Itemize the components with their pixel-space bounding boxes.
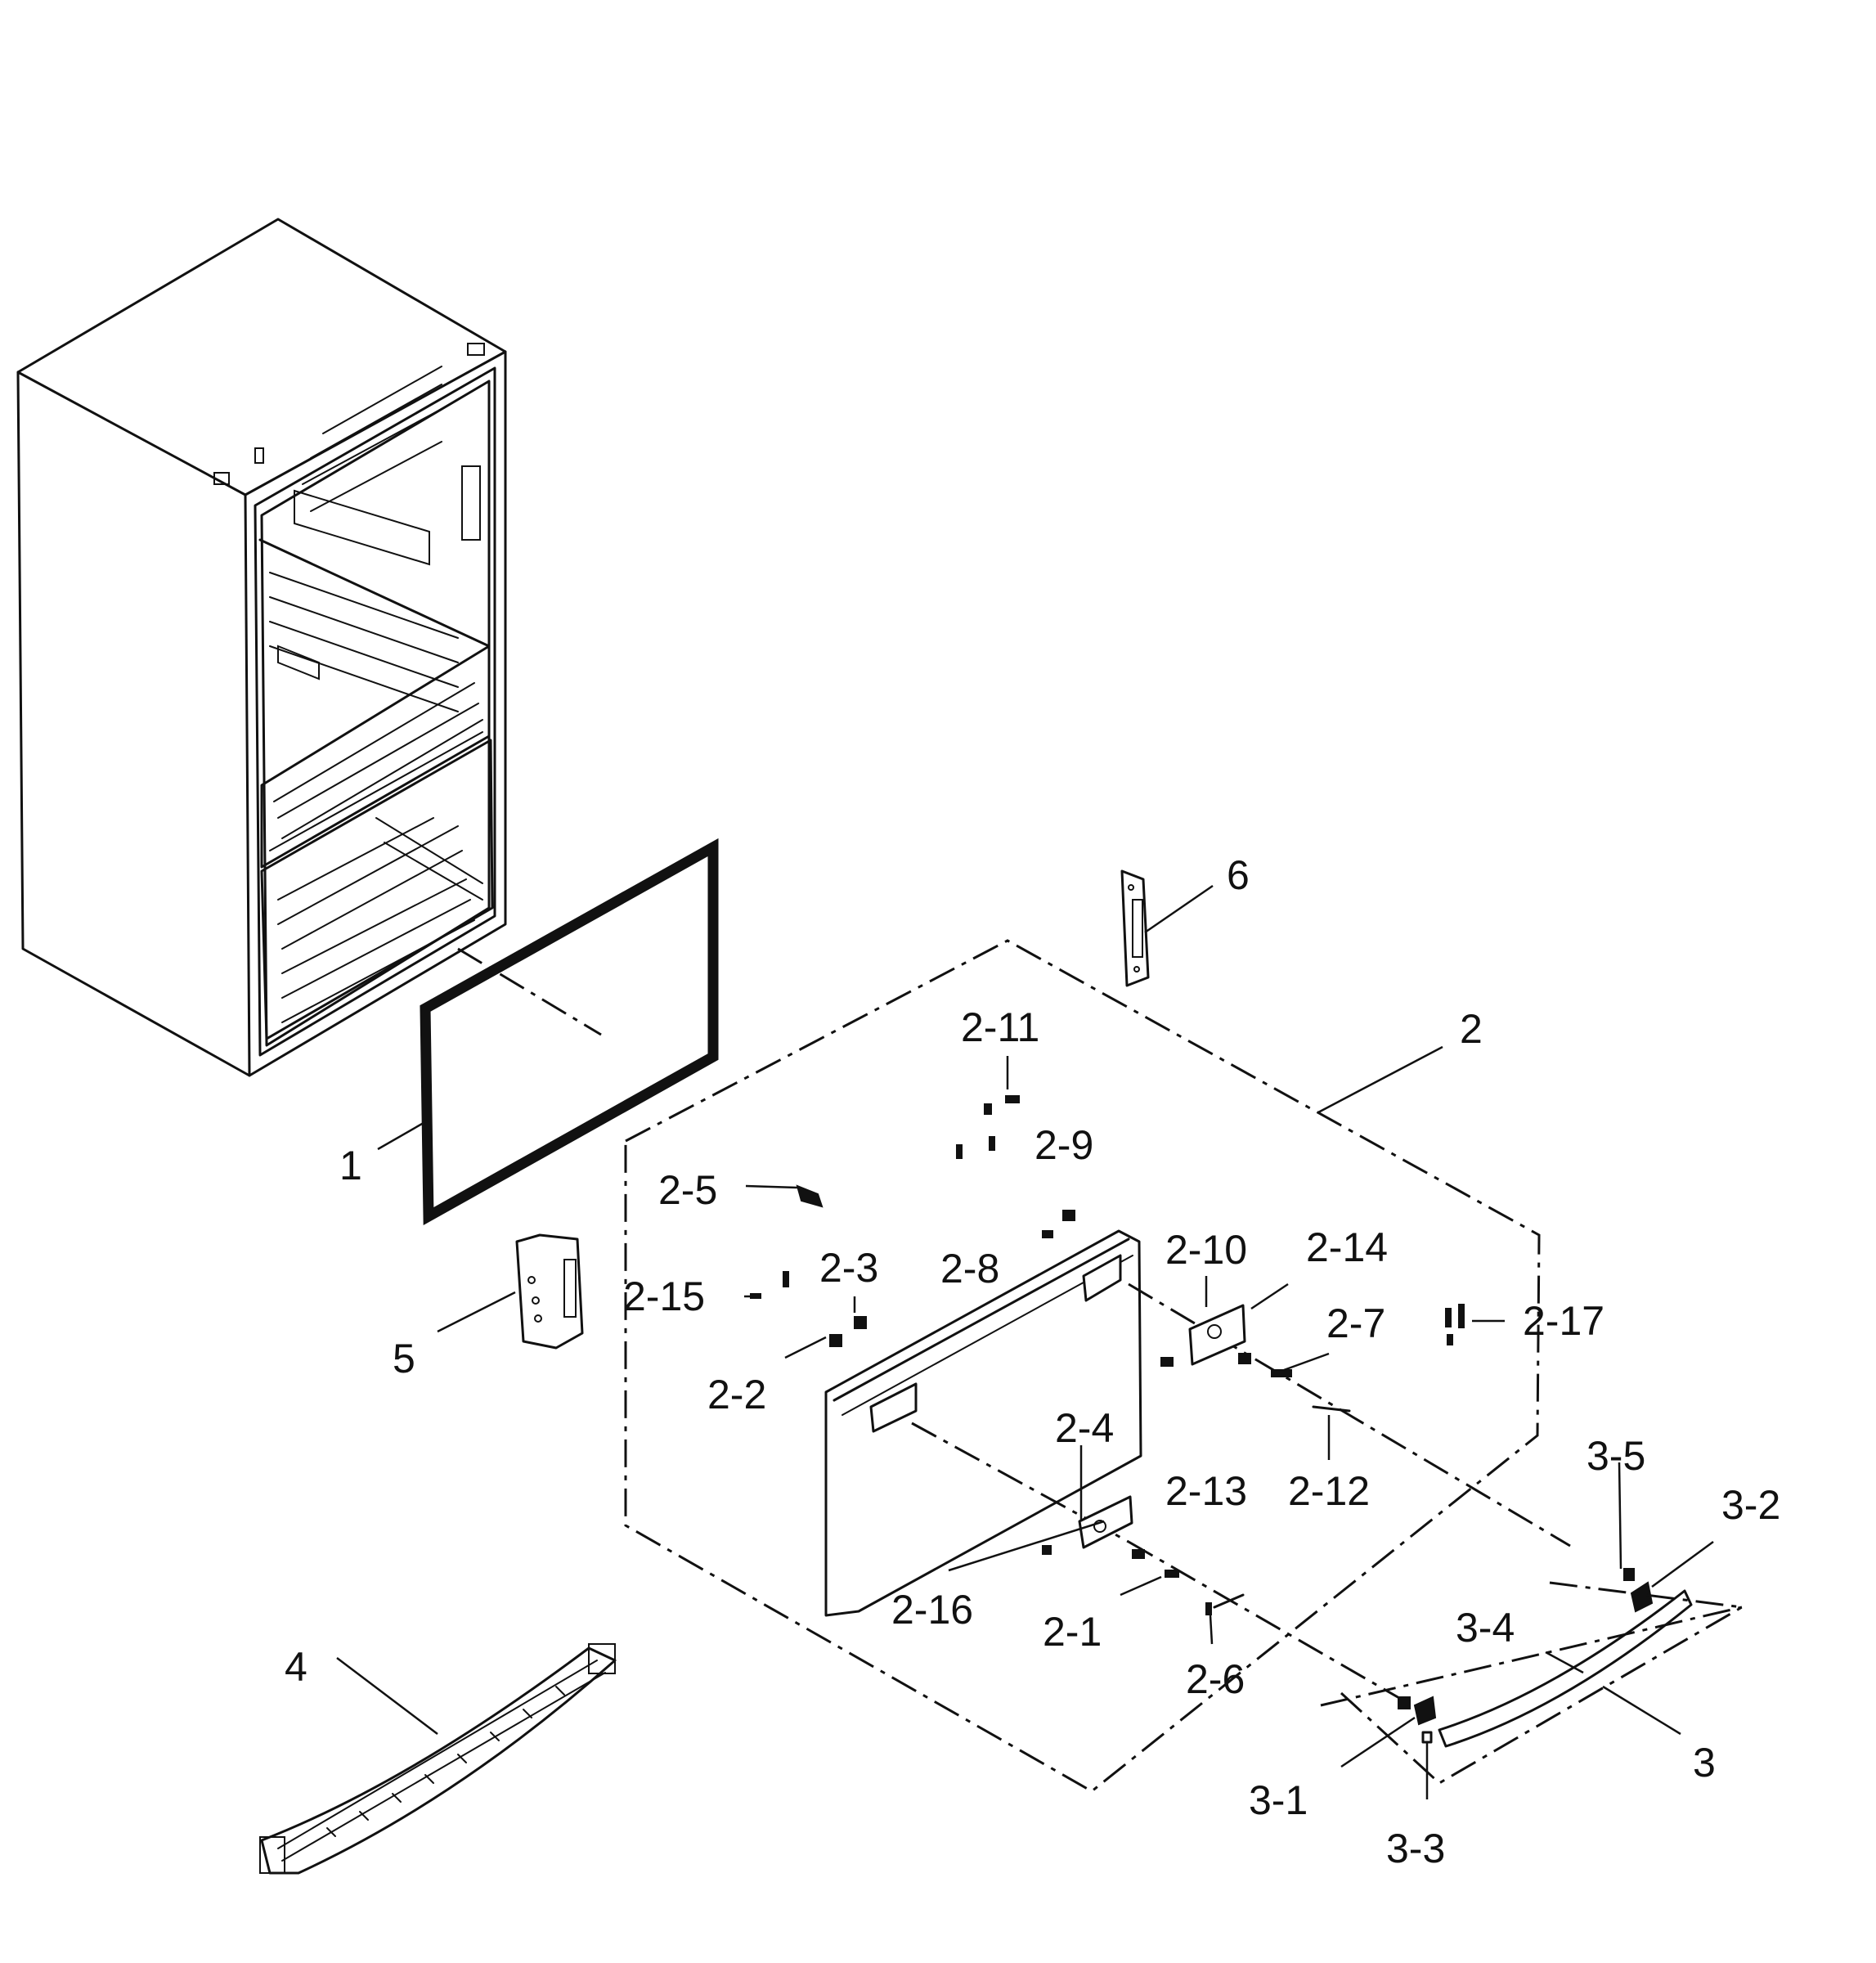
callout-2-14: 2-14 — [1306, 1224, 1388, 1270]
callout-3-1: 3-1 — [1249, 1777, 1308, 1823]
right-rail-bracket — [1120, 869, 1150, 987]
callout-3: 3 — [1693, 1740, 1716, 1786]
callout-2-16: 2-16 — [891, 1587, 973, 1633]
door-gasket — [420, 838, 719, 1225]
callout-2: 2 — [1460, 1006, 1483, 1052]
callout-2-8: 2-8 — [940, 1246, 999, 1291]
basket-slots — [326, 1686, 565, 1837]
callout-2-6: 2-6 — [1186, 1656, 1245, 1702]
callout-2-9: 2-9 — [1034, 1122, 1093, 1168]
refrigerator-cabinet — [16, 218, 507, 1077]
left-rail-bracket — [515, 1233, 584, 1350]
callout-4: 4 — [285, 1644, 307, 1690]
callout-2-7: 2-7 — [1326, 1300, 1385, 1346]
callout-3-4: 3-4 — [1456, 1605, 1515, 1651]
callout-2-17: 2-17 — [1523, 1298, 1604, 1344]
callout-3-3: 3-3 — [1386, 1826, 1445, 1871]
callout-2-3: 2-3 — [819, 1245, 878, 1291]
callout-2-4: 2-4 — [1055, 1405, 1114, 1451]
leader-lines — [336, 884, 1714, 1799]
callout-2-12: 2-12 — [1288, 1468, 1370, 1514]
callout-3-5: 3-5 — [1587, 1433, 1645, 1479]
callout-3-2: 3-2 — [1721, 1482, 1780, 1528]
callout-1: 1 — [339, 1143, 362, 1188]
door-assembly-outline — [624, 939, 1541, 1793]
callout-2-10: 2-10 — [1165, 1227, 1247, 1273]
freezer-basket — [259, 1643, 617, 1875]
callout-2-13: 2-13 — [1165, 1468, 1247, 1514]
callout-2-5: 2-5 — [658, 1167, 717, 1213]
callout-5: 5 — [393, 1336, 415, 1381]
callout-2-11: 2-11 — [961, 1004, 1039, 1050]
callout-labels: 1 2 2-1 2-2 2-3 2-4 2-5 2-6 2-7 2-8 2-9 … — [285, 852, 1780, 1871]
callout-2-15: 2-15 — [623, 1273, 705, 1319]
callout-2-1: 2-1 — [1043, 1609, 1102, 1655]
callout-2-2: 2-2 — [707, 1372, 766, 1417]
door-handle — [1320, 1581, 1743, 1785]
callout-6: 6 — [1227, 852, 1250, 898]
